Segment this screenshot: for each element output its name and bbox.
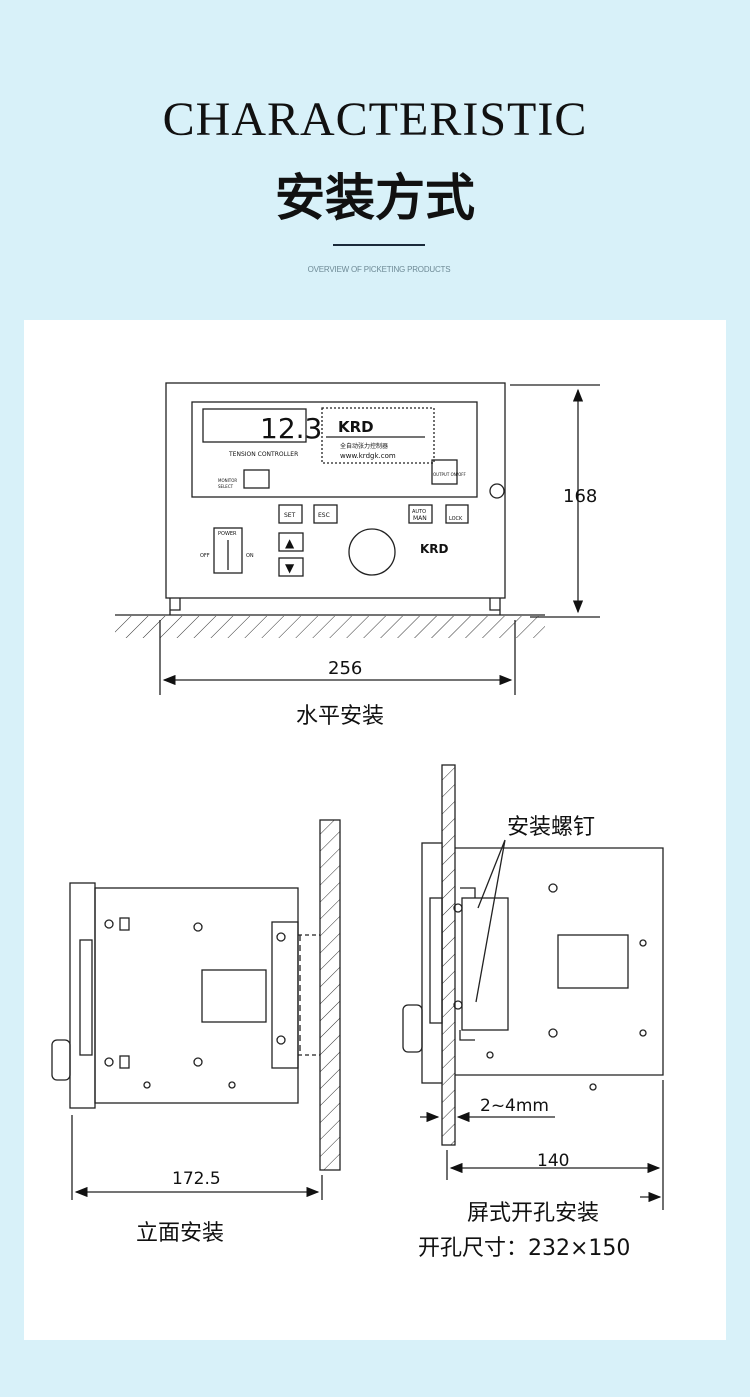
cutout-size-label: 开孔尺寸：232×150 — [418, 1236, 630, 1261]
auto-label: AUTO — [412, 509, 426, 515]
brand-cn: 全自动张力控制器 — [340, 442, 388, 450]
off-label: OFF — [200, 553, 210, 559]
monitor-label: MONITOR — [218, 478, 237, 483]
height-dimension: 168 — [563, 486, 597, 507]
page-title: CHARACTERISTIC — [162, 93, 588, 146]
brand-logo: KRD — [338, 418, 374, 436]
horizontal-mount-diagram — [115, 382, 600, 695]
screw-label: 安装螺钉 — [507, 815, 595, 840]
select-label: SELECT — [218, 484, 234, 489]
width-dimension: 256 — [328, 658, 362, 679]
panel-mount-label: 屏式开孔安装 — [467, 1201, 599, 1226]
output-button: OUTPUT ON/OFF — [433, 472, 467, 477]
thickness-label: 2~4mm — [480, 1096, 549, 1116]
on-label: ON — [246, 553, 254, 559]
set-button: SET — [284, 512, 296, 519]
tagline: OVERVIEW OF PICKETING PRODUCTS — [307, 265, 451, 274]
panel-mount-diagram — [402, 764, 664, 1210]
brand-logo-small: KRD — [420, 542, 449, 556]
power-label: POWER — [218, 531, 237, 537]
depth-dimension: 172.5 — [172, 1169, 221, 1189]
page-subtitle: 安装方式 — [275, 169, 475, 227]
lock-button: LOCK — [449, 516, 463, 522]
website: www.krdgk.com — [340, 452, 396, 460]
vertical-mount-label: 立面安装 — [136, 1221, 224, 1246]
panel-depth-dimension: 140 — [537, 1151, 569, 1171]
horizontal-mount-label: 水平安装 — [296, 704, 384, 729]
esc-button: ESC — [318, 512, 330, 519]
title-divider — [333, 244, 425, 246]
up-arrow-icon: ▲ — [285, 536, 295, 550]
controller-label: TENSION CONTROLLER — [228, 451, 298, 458]
vertical-mount-diagram — [51, 819, 341, 1200]
down-arrow-icon: ▼ — [285, 561, 295, 575]
man-label: MAN — [413, 515, 427, 522]
display-readout: 12.3 — [260, 412, 322, 445]
